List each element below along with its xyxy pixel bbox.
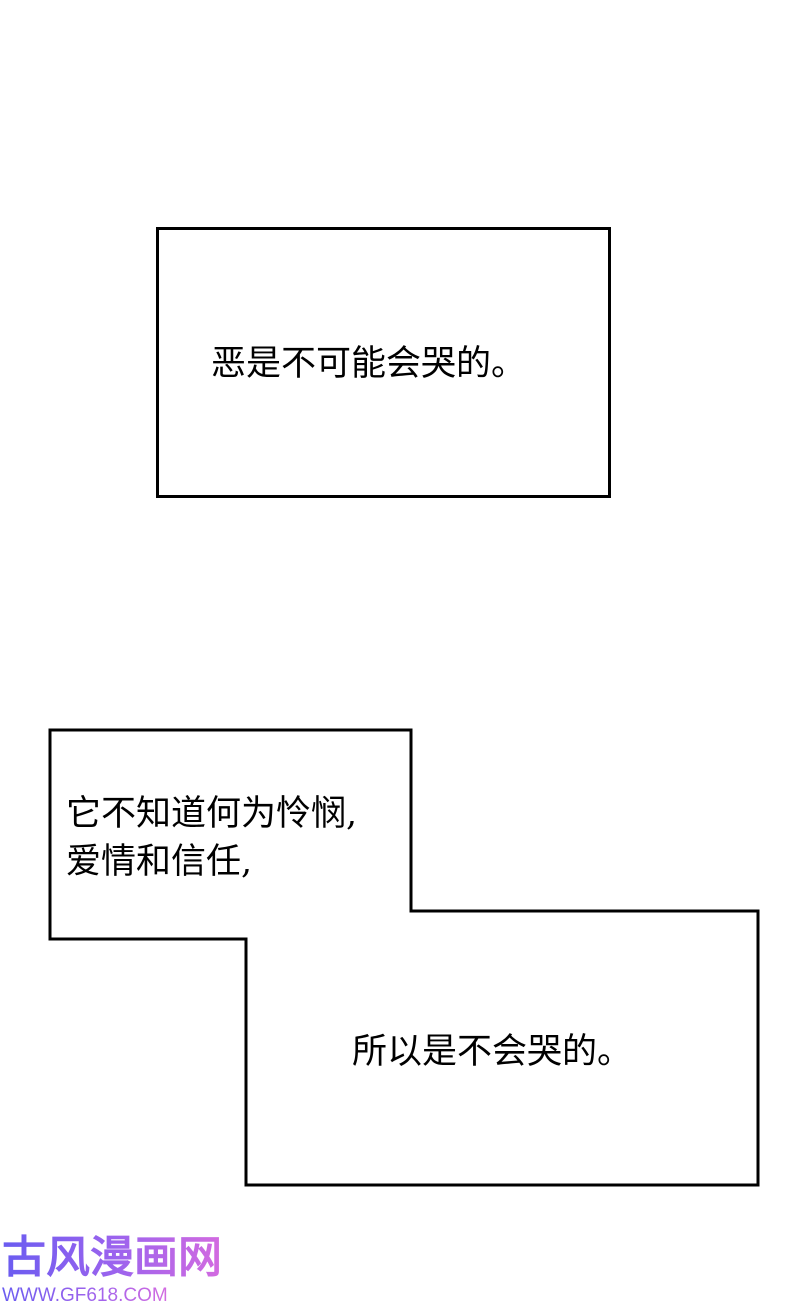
caption-text-top: 恶是不可能会哭的。 — [211, 344, 527, 384]
caption-box-top: 恶是不可能会哭的。 — [156, 227, 611, 498]
watermark: 古风漫画网 WWW.GF618.COM — [0, 1230, 230, 1308]
caption-text-line-2: 爱情和信任, — [66, 842, 253, 882]
caption-box-bottom-outline — [48, 728, 760, 1187]
caption-text-line-1: 它不知道何为怜悯, — [66, 794, 358, 834]
caption-text-line-3: 所以是不会哭的。 — [352, 1032, 633, 1072]
watermark-url: WWW.GF618.COM — [2, 1285, 168, 1306]
watermark-title: 古风漫画网 — [2, 1230, 222, 1286]
